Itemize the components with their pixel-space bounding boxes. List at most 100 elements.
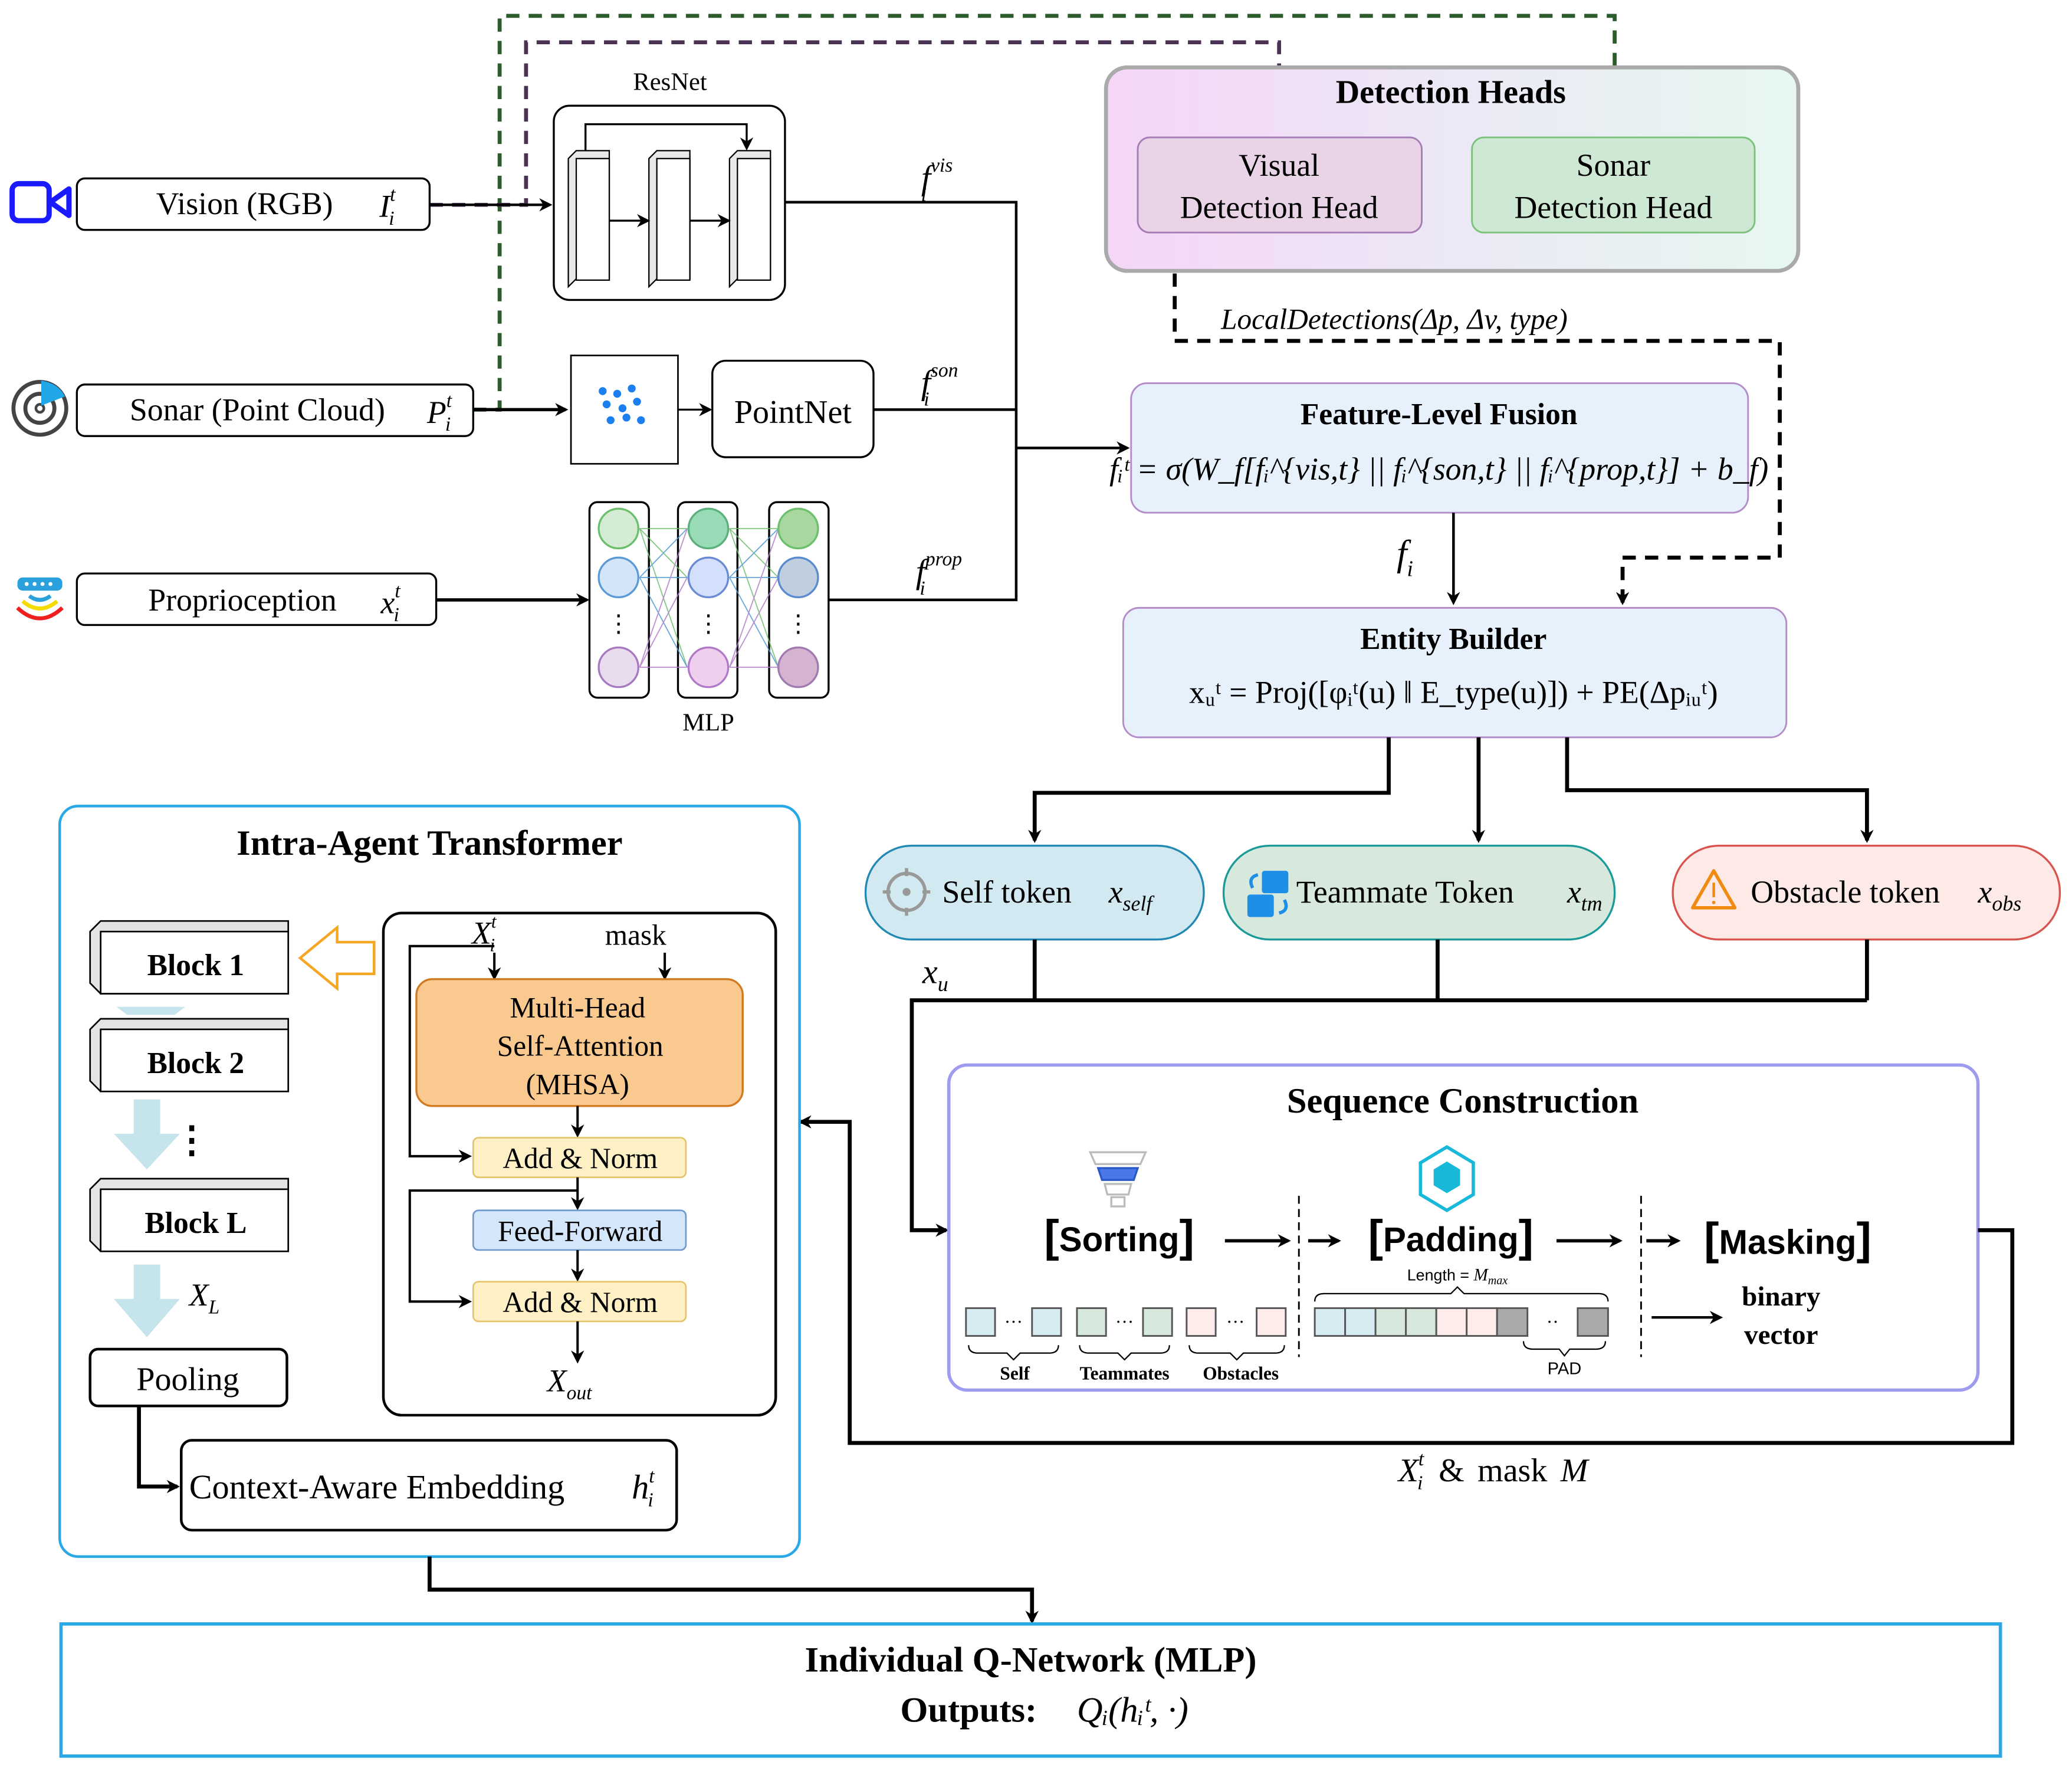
feature-merge-line	[784, 201, 1018, 602]
ellipsis: ···	[1115, 1311, 1134, 1332]
sequence-title: Sequence Construction	[1287, 1081, 1638, 1121]
self-token-arrow	[1028, 737, 1391, 844]
self-group-label: Self	[1000, 1363, 1030, 1383]
visual-head-line2: Detection Head	[1180, 190, 1378, 225]
pointnet-block: PointNet	[711, 359, 875, 458]
funnel-sort-icon	[1088, 1151, 1147, 1208]
mlp-label: MLP	[682, 709, 734, 737]
teammate-token-symbol: xtm	[1567, 874, 1603, 915]
entity-builder-box: Entity Builder xᵤᵗ = Proj([φᵢᵗ(u) ‖ E_ty…	[1122, 606, 1788, 739]
blocks-ellipsis: ⋮	[173, 1119, 211, 1160]
obstacle-token-arrow	[1565, 737, 1874, 844]
sorting-label: [Sorting]	[1044, 1211, 1194, 1261]
self-token-symbol: xself	[1108, 874, 1155, 915]
point-cloud-icon	[570, 355, 679, 465]
obstacle-token-label: Obstacle token	[1751, 874, 1940, 910]
context-embedding-label: Context-Aware Embedding	[189, 1468, 565, 1506]
block-l: Block L	[89, 1177, 290, 1252]
intra-agent-transformer-panel: Intra-Agent Transformer Block 1 Block 2 …	[58, 805, 801, 1558]
feed-forward-box: Feed-Forward	[472, 1209, 687, 1251]
mlp-neuron	[597, 556, 639, 599]
crosshair-icon	[882, 868, 931, 916]
camera-icon	[9, 181, 72, 224]
entity-builder-title: Entity Builder	[1360, 622, 1546, 656]
obstacles-brace	[1188, 1345, 1285, 1361]
local-detections-route	[1173, 273, 1782, 605]
fusion-formula: fᵢᵗ = σ(W_f[fᵢ^{vis,t} || fᵢ^{son,t} || …	[1109, 451, 1768, 487]
mlp-ellipsis: ⋮	[697, 611, 720, 637]
binary-vector-line2: vector	[1744, 1320, 1818, 1350]
add-norm-1: Add & Norm	[472, 1137, 687, 1179]
obstacle-token-symbol: xobs	[1978, 874, 2022, 915]
block-2: Block 2	[89, 1018, 290, 1093]
sonar-label: Sonar (Point Cloud)	[130, 392, 385, 427]
teammate-token-label: Teammate Token	[1296, 874, 1514, 910]
feature-fusion-box: Feature-Level Fusion fᵢᵗ = σ(W_f[fᵢ^{vis…	[1109, 382, 1768, 514]
mlp-neuron	[687, 507, 730, 550]
block-output-symbol: Xout	[546, 1363, 592, 1404]
mlp-neuron	[777, 556, 819, 599]
proprioception-sensor-icon	[16, 577, 64, 621]
residual-connection	[408, 1189, 578, 1308]
fusion-title: Feature-Level Fusion	[1301, 398, 1578, 431]
length-brace	[1314, 1286, 1609, 1302]
masking-label: [Masking]	[1704, 1214, 1871, 1264]
q-network-box: Individual Q-Network (MLP) Outputs: Qᵢ(h…	[59, 1622, 2002, 1758]
q-network-title: Individual Q-Network (MLP)	[805, 1640, 1257, 1680]
length-label: Length = Mmax	[1407, 1265, 1508, 1287]
sorted-sequence	[965, 1307, 1287, 1337]
add-norm-label: Add & Norm	[503, 1286, 658, 1318]
block-down-arrow	[114, 1264, 180, 1337]
add-norm-2: Add & Norm	[472, 1281, 687, 1323]
binary-vector-line1: binary	[1742, 1281, 1821, 1312]
mlp-neuron	[687, 646, 730, 688]
block-l-label: Block L	[145, 1206, 247, 1240]
radar-icon	[11, 379, 68, 437]
detection-heads-title: Detection Heads	[1336, 74, 1566, 111]
embedding-to-qnetwork-arrow	[428, 1556, 1039, 1624]
teammate-sync-icon	[1247, 871, 1289, 917]
mlp-neuron	[597, 646, 639, 688]
sonar-head-line2: Detection Head	[1514, 190, 1712, 225]
block-mask-label: mask	[605, 919, 666, 952]
padded-sequence	[1314, 1307, 1609, 1337]
mlp-neuron	[777, 507, 819, 550]
sonar-dashed-route	[473, 14, 1623, 412]
resnet-layer	[648, 150, 691, 288]
mlp-neuron	[597, 507, 639, 550]
proprioception-label: Proprioception	[148, 582, 337, 618]
mlp-neuron	[777, 646, 819, 688]
resnet-block	[553, 104, 786, 301]
mhsa-line1: Multi-Head	[510, 992, 645, 1024]
block-2-label: Block 2	[147, 1047, 245, 1080]
pooling-box: Pooling	[88, 1347, 288, 1408]
teammate-token: Teammate Token xtm	[1222, 844, 1616, 941]
pad-ellipsis: ··	[1546, 1311, 1559, 1332]
block-1: Block 1	[89, 920, 290, 995]
pad-label: PAD	[1548, 1360, 1582, 1379]
resnet-label: ResNet	[633, 68, 707, 96]
sequence-output-loop	[798, 1115, 2015, 1445]
local-detections-label: LocalDetections(Δp, Δv, type)	[1220, 303, 1568, 336]
resnet-layer	[728, 150, 771, 288]
xu-label: xu	[922, 952, 948, 995]
mhsa-line2: Self-Attention	[497, 1030, 664, 1062]
mlp-ellipsis: ⋮	[607, 611, 631, 637]
block-down-arrow	[116, 1006, 185, 1015]
obstacle-token: Obstacle token xobs	[1672, 844, 2061, 941]
block-down-arrow	[114, 1099, 180, 1170]
transformer-title: Intra-Agent Transformer	[237, 824, 622, 863]
